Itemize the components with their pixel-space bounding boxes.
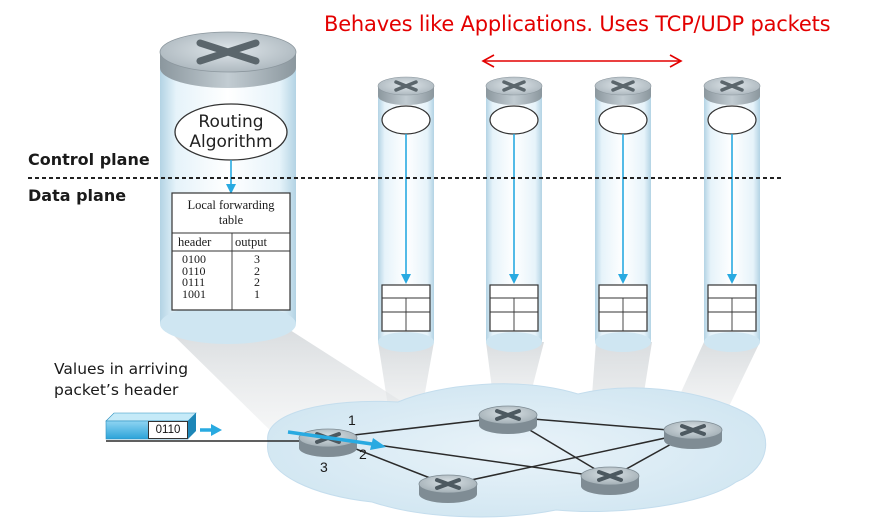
routing-algorithm-line1: Routing xyxy=(198,112,264,132)
table-cell-output: 2 xyxy=(254,275,260,289)
switch-cylinder-3 xyxy=(594,76,652,352)
switch-cylinder-4 xyxy=(703,76,761,352)
forwarding-table-title-line1: Local forwarding xyxy=(187,198,275,212)
arriving-header-label: Values in arriving packet’s header xyxy=(54,359,188,401)
arriving-header-line2: packet’s header xyxy=(54,381,179,399)
table-cell-output: 2 xyxy=(254,263,260,278)
forwarding-table-title: Local forwarding table xyxy=(172,198,290,228)
table-cell-output: 1 xyxy=(254,286,260,301)
switch-cylinder-1 xyxy=(377,76,435,352)
data-plane-label: Data plane xyxy=(28,186,127,205)
table-cell-header: 0110 xyxy=(182,263,206,278)
bidirectional-arrow xyxy=(481,54,683,68)
forwarding-table-title-line2: table xyxy=(218,213,244,227)
router-4 xyxy=(580,466,640,495)
forwarding-table: Local forwarding table header output 010… xyxy=(172,193,290,310)
table-cell-header: 0111 xyxy=(182,275,206,289)
switch-cylinder-2 xyxy=(485,76,543,352)
router-5 xyxy=(663,420,723,449)
port-2-label: 2 xyxy=(359,446,367,462)
routing-controller-cylinder xyxy=(159,31,297,344)
table-cell-header: 0100 xyxy=(182,252,206,266)
forwarding-table-headers: 0100 0110 0111 1001 xyxy=(182,252,206,301)
forwarding-table-header-col: header xyxy=(178,235,212,249)
network-cloud xyxy=(267,383,767,518)
routing-algorithm-line2: Algorithm xyxy=(189,132,273,152)
router-2 xyxy=(478,405,538,434)
table-cell-header: 1001 xyxy=(182,286,206,301)
annotation-text: Behaves like Applications. Uses TCP/UDP … xyxy=(324,12,831,36)
forwarding-arrow xyxy=(287,430,386,450)
port-1-label: 1 xyxy=(348,412,356,428)
arriving-header-line1: Values in arriving xyxy=(54,360,189,378)
routing-algorithm-label: Routing Algorithm xyxy=(176,104,286,160)
forwarding-table-outputs: 3 2 2 1 xyxy=(254,252,260,301)
router-3 xyxy=(418,474,478,503)
port-3-label: 3 xyxy=(320,459,328,475)
table-cell-output: 3 xyxy=(254,252,260,266)
packet-arrow xyxy=(200,424,222,436)
forwarding-table-output-col: output xyxy=(235,235,267,249)
packet-header-value: 0110 xyxy=(148,421,188,439)
control-plane-label: Control plane xyxy=(28,150,150,169)
